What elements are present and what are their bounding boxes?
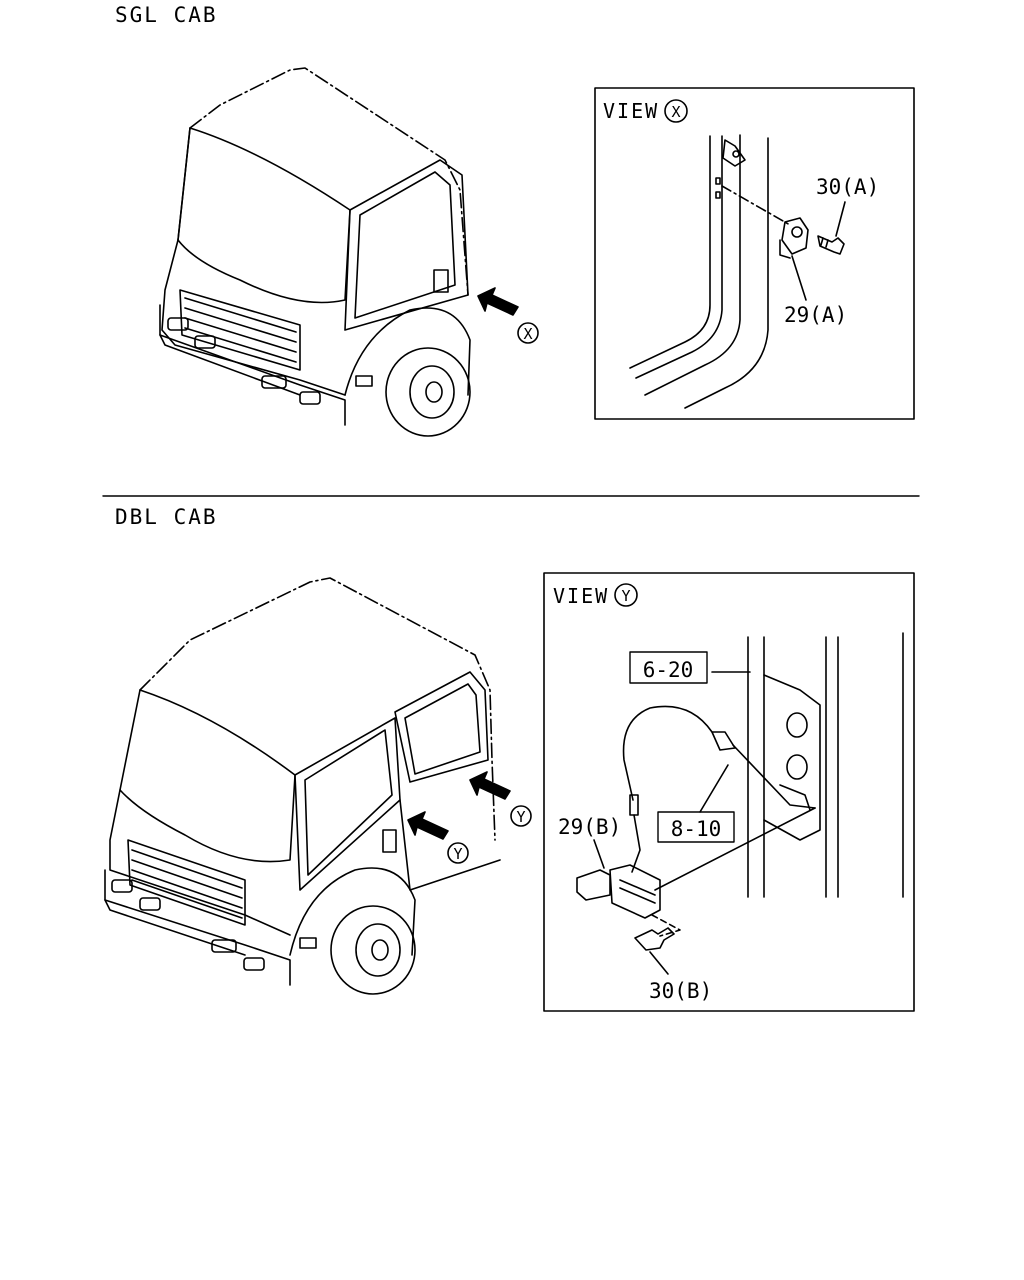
part-30b-label: 30(B) (649, 979, 712, 1003)
view-y-lock-detail (576, 632, 904, 975)
sgl-cab-label: SGL CAB (115, 3, 218, 27)
view-x-marker-circle (664, 99, 688, 123)
part-29a-label: 29(A) (784, 303, 847, 327)
ref-6-20-box (629, 651, 708, 684)
view-y-marker: Y (621, 587, 630, 605)
ref-6-20-label: 6-20 (643, 658, 694, 682)
dbl-rear-arrow-marker: Y (516, 808, 525, 826)
ref-8-10-label: 8-10 (671, 817, 722, 841)
view-x-title: VIEW (603, 99, 659, 123)
dbl-front-arrow-marker: Y (453, 845, 462, 863)
part-29b-label: 29(B) (558, 815, 621, 839)
dbl-cab-truck-illustration (104, 577, 532, 995)
view-y-title: VIEW (553, 584, 609, 608)
sgl-arrow-marker: X (523, 325, 532, 343)
view-x-door-detail (629, 134, 846, 409)
view-y-marker-circle (614, 583, 638, 607)
view-x-marker: X (671, 103, 680, 121)
dbl-cab-label: DBL CAB (115, 505, 218, 529)
part-30a-label: 30(A) (816, 175, 879, 199)
sgl-cab-truck-illustration (159, 67, 539, 437)
view-y-frame (543, 572, 915, 1012)
view-x-frame (594, 87, 915, 420)
ref-8-10-box (657, 811, 735, 843)
